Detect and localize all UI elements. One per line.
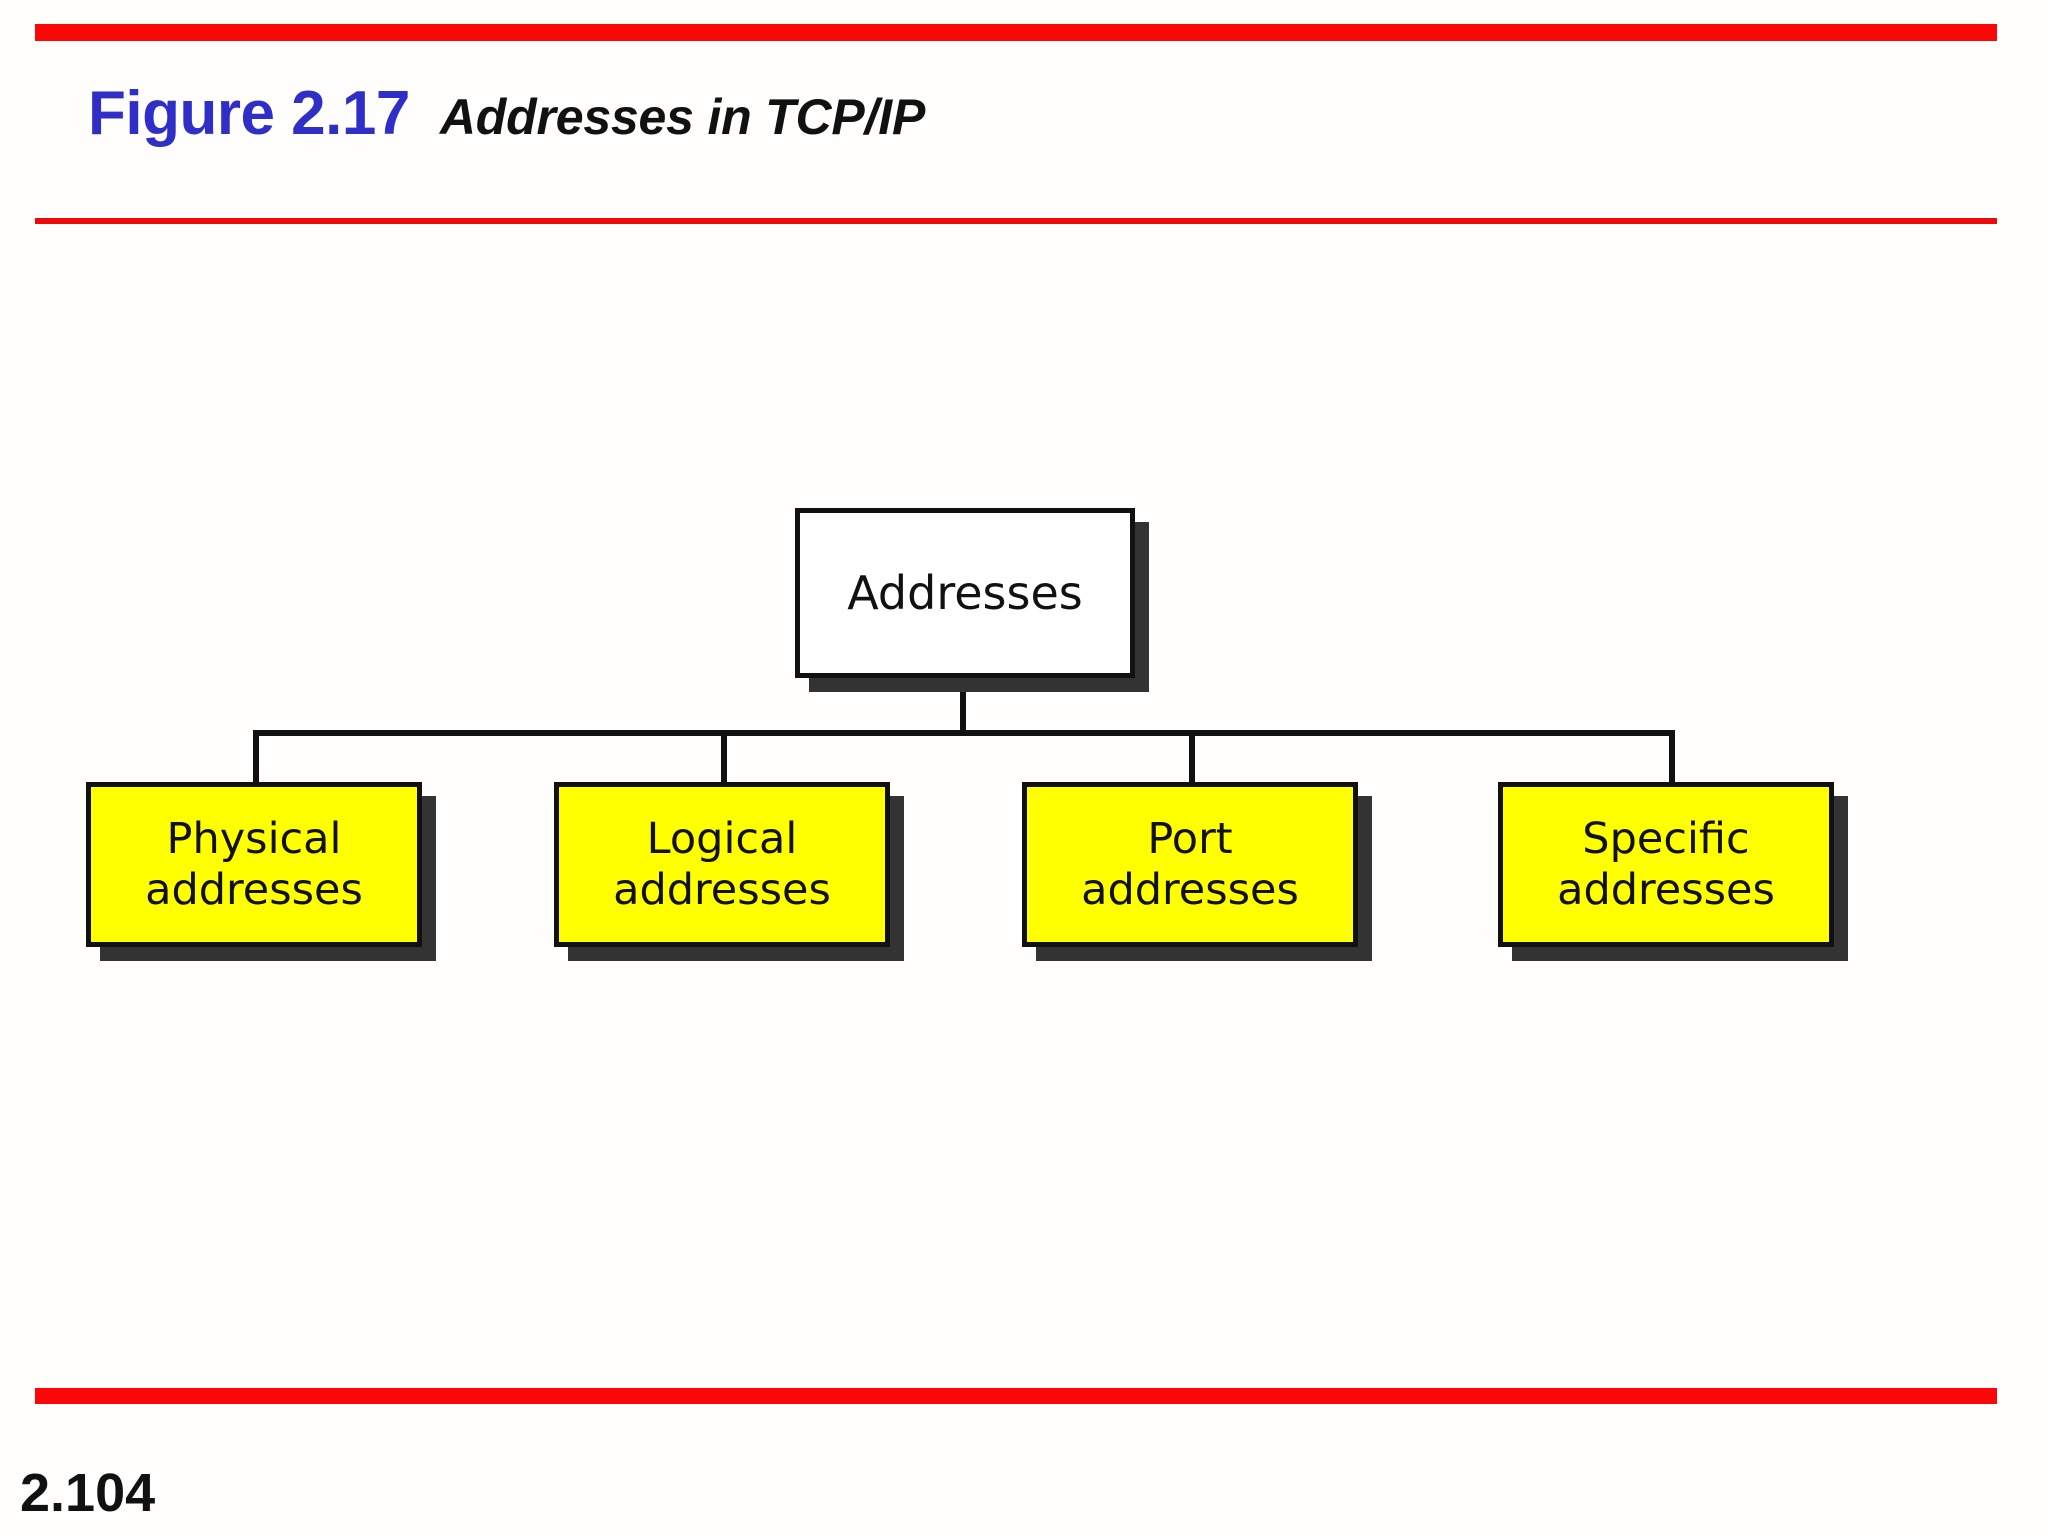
node-specific-addresses-line1: Specific (1582, 813, 1750, 864)
node-port-addresses-label: Port addresses (1081, 814, 1299, 915)
node-logical-addresses: Logical addresses (554, 782, 890, 947)
node-addresses: Addresses (795, 508, 1135, 678)
top-red-rule (35, 24, 1997, 41)
node-addresses-label: Addresses (847, 565, 1083, 620)
connector-drop-port (1189, 730, 1195, 786)
node-port-addresses-line1: Port (1147, 813, 1233, 864)
node-physical-addresses-line1: Physical (166, 813, 342, 864)
connector-drop-logical (721, 730, 727, 786)
node-logical-addresses-label: Logical addresses (613, 814, 831, 915)
slide-title: Figure 2.17 Addresses in TCP/IP (88, 78, 925, 149)
node-logical-addresses-line1: Logical (646, 813, 798, 864)
node-physical-addresses-label: Physical addresses (145, 814, 363, 915)
figure-caption: Addresses in TCP/IP (439, 89, 926, 145)
node-physical-addresses-line2: addresses (145, 864, 363, 915)
title-underline-rule (35, 218, 1997, 224)
node-port-addresses: Port addresses (1022, 782, 1358, 947)
connector-horizontal-bus (253, 730, 1675, 736)
connector-drop-specific (1669, 730, 1675, 786)
node-specific-addresses: Specific addresses (1498, 782, 1834, 947)
node-physical-addresses: Physical addresses (86, 782, 422, 947)
node-port-addresses-line2: addresses (1081, 864, 1299, 915)
connector-drop-physical (253, 730, 259, 786)
page-number: 2.104 (20, 1463, 156, 1523)
node-specific-addresses-label: Specific addresses (1557, 814, 1775, 915)
bottom-red-rule (35, 1388, 1997, 1404)
node-specific-addresses-line2: addresses (1557, 864, 1775, 915)
figure-number: Figure 2.17 (88, 79, 410, 148)
node-logical-addresses-line2: addresses (613, 864, 831, 915)
connector-root-stem (960, 676, 966, 736)
